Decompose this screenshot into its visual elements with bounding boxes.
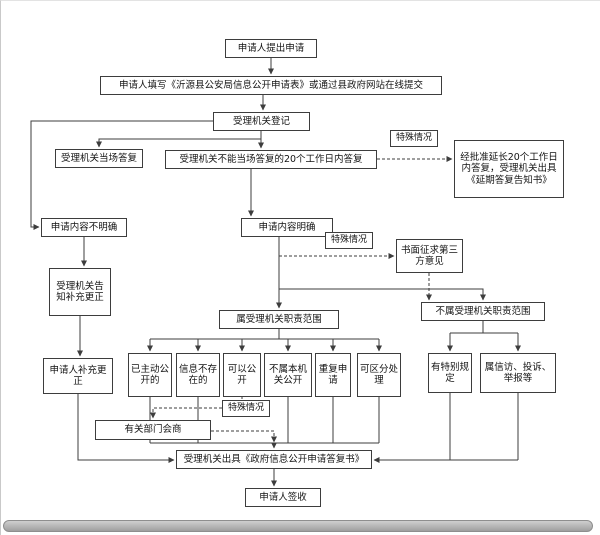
dashed-connectors [150, 156, 453, 443]
node-petition-complaint: 属信访、投诉、举报等 [480, 353, 556, 393]
node-separable-handling: 可区分处理 [357, 353, 401, 397]
node-extension-notice: 经批准延长20个工作日内答复，受理机关出具《延期答复告知书》 [454, 140, 564, 198]
node-special-case-mid: 特殊情况 [325, 232, 373, 249]
node-third-party-opinion: 书面征求第三方意见 [396, 239, 463, 273]
node-info-not-exist: 信息不存在的 [176, 353, 220, 397]
node-can-be-public: 可以公开 [223, 353, 261, 397]
node-applicant-supplement: 申请人补充更正 [43, 358, 113, 394]
node-special-rules: 有特别规定 [428, 353, 472, 393]
node-notify-supplement-correction: 受理机关告知补充更正 [49, 268, 111, 316]
node-not-this-organ: 不属本机关公开 [264, 353, 312, 397]
node-repeat-request: 重复申请 [315, 353, 351, 397]
node-register: 受理机关登记 [213, 112, 310, 131]
node-special-case-top: 特殊情况 [390, 130, 438, 147]
node-content-clear: 申请内容明确 [241, 218, 333, 237]
node-special-case-bottom: 特殊情况 [222, 400, 270, 417]
node-within-authority-scope: 属受理机关职责范围 [219, 310, 339, 329]
node-fill-application-form: 申请人填写《沂源县公安局信息公开申请表》或通过县政府网站在线提交 [100, 76, 442, 95]
node-onsite-reply: 受理机关当场答复 [55, 149, 143, 168]
horizontal-scrollbar[interactable] [3, 520, 593, 532]
node-already-public: 已主动公开的 [128, 353, 172, 397]
node-content-unclear: 申请内容不明确 [41, 218, 127, 237]
node-applicant-sign: 申请人签收 [245, 488, 321, 507]
node-issue-reply-document: 受理机关出具《政府信息公开申请答复书》 [176, 450, 372, 469]
node-reply-within-20-days: 受理机关不能当场答复的20个工作日内答复 [165, 150, 377, 169]
node-outside-authority-scope: 不属受理机关职责范围 [421, 302, 545, 321]
node-department-consultation: 有关部门会商 [95, 420, 211, 440]
node-submit-application: 申请人提出申请 [225, 39, 317, 58]
